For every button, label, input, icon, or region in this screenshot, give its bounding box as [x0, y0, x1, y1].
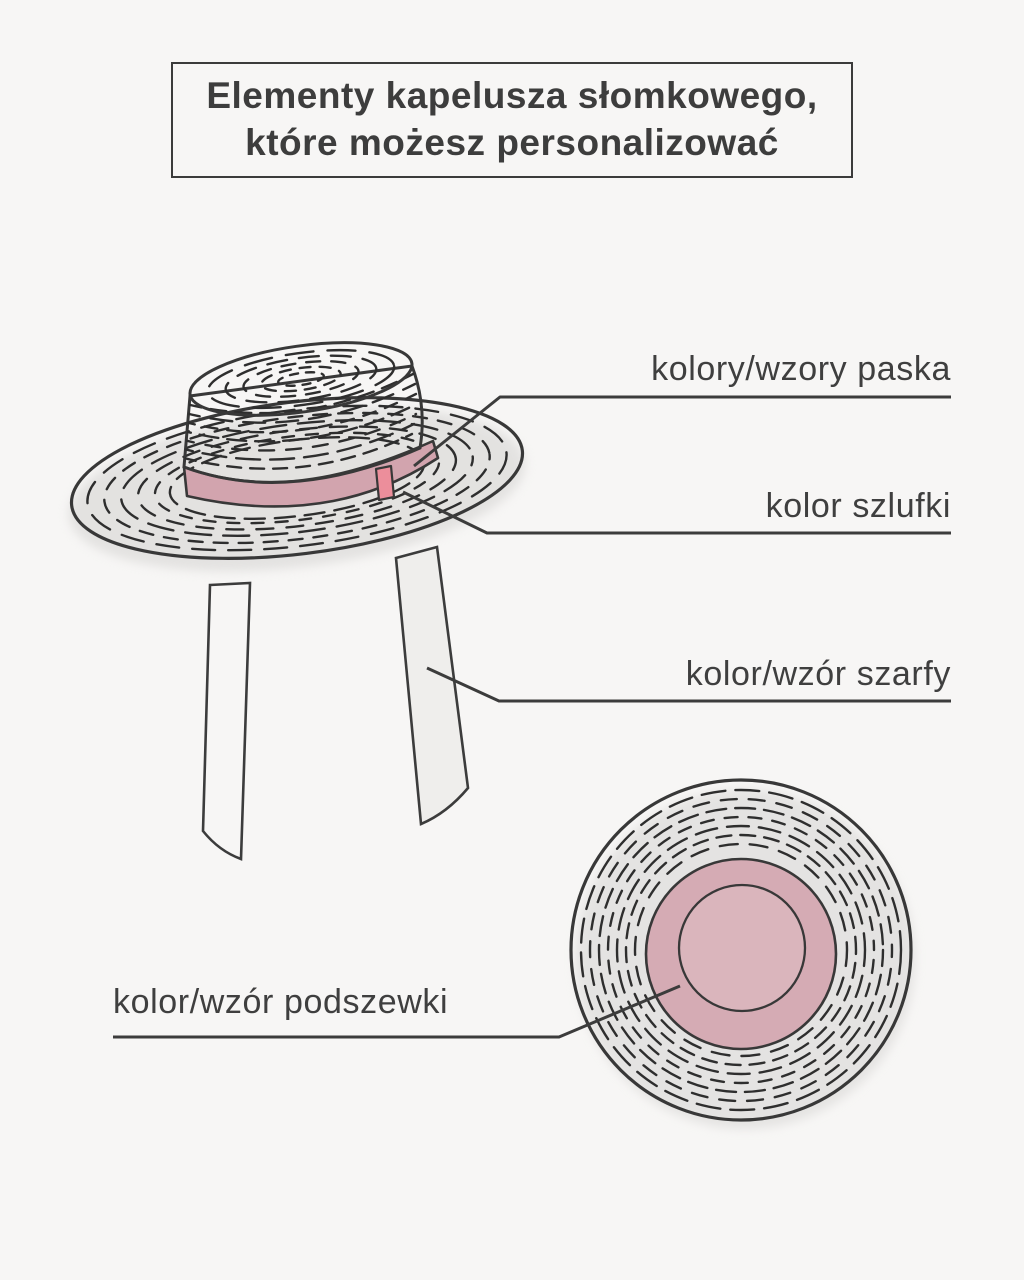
crown-side: [182, 364, 424, 485]
title-line-1: Elementy kapelusza słomkowego,: [206, 75, 818, 117]
ribbon-tie-left: [201, 581, 252, 861]
title-box: Elementy kapelusza słomkowego, które moż…: [171, 62, 853, 178]
underside-straw-hatching: [579, 788, 903, 1112]
label-lining-color: kolor/wzór podszewki: [113, 983, 449, 1021]
underside-brim: [569, 778, 913, 1122]
leader-line-podszewki: [113, 984, 681, 1039]
crown-top-hatching: [206, 348, 396, 410]
crown-top-surface: [188, 341, 414, 417]
leader-line-paska: [413, 395, 951, 468]
crown: [182, 341, 424, 485]
leader-line-szlufki: [402, 490, 951, 535]
hat-bottom-view: [569, 778, 915, 1129]
ribbon-tie-right: [394, 545, 470, 826]
hat-side-view: [68, 341, 526, 861]
lining-inner-circle: [677, 883, 807, 1013]
ribbon-ties: [201, 545, 470, 861]
label-loop-color: kolor szlufki: [765, 487, 951, 525]
leader-line-szarfy: [426, 666, 951, 703]
title-line-2: które możesz personalizować: [245, 122, 779, 163]
leader-lines: [113, 395, 951, 1039]
crown-top: [188, 341, 414, 417]
label-band-colors: kolory/wzory paska: [651, 350, 951, 388]
band-loop: [374, 464, 396, 502]
label-sash-color: kolor/wzór szarfy: [685, 655, 951, 693]
